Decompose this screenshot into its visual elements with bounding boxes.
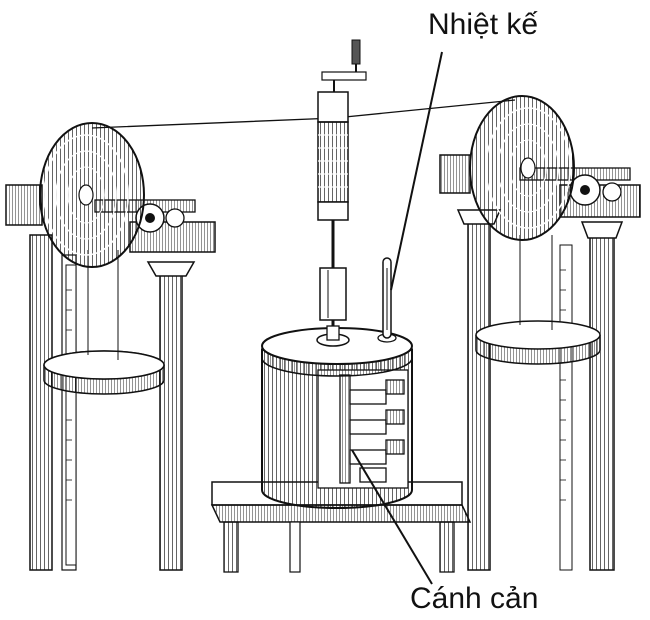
right-pillar-rear: [589, 234, 615, 571]
paddle-vanes: [339, 374, 405, 484]
thermometer-label: Nhiệt kế: [428, 8, 539, 41]
vanes-callout-line: [351, 449, 433, 585]
left-support-frame: [5, 184, 216, 571]
left-pillar-front: [159, 269, 183, 571]
crank-handle: [351, 39, 361, 65]
central-spindle: [317, 39, 367, 338]
left-scale-rod: [65, 264, 77, 566]
shaft-coupling: [319, 267, 347, 321]
right-support-frame: [439, 154, 641, 571]
pulley-cord: [91, 99, 516, 129]
thermometer-callout-line: [390, 51, 443, 291]
vanes-label: Cánh cản: [410, 582, 539, 615]
right-shelf-disk: [475, 320, 601, 350]
right-pulley-wheel: [469, 95, 575, 241]
right-pillar-front: [467, 219, 491, 571]
winding-drum: [317, 91, 349, 123]
calorimeter-vessel: [261, 325, 413, 509]
left-pillar-outer: [29, 234, 53, 571]
left-pulley-wheel: [39, 122, 145, 268]
right-scale-rod: [559, 244, 573, 571]
thermometer: [377, 257, 397, 343]
